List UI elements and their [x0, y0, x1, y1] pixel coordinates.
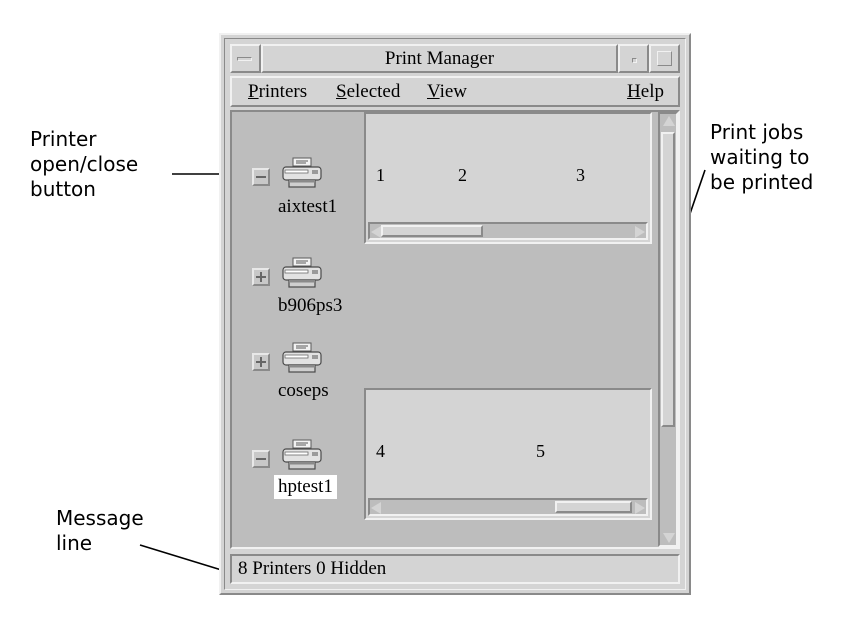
plus-icon-v — [260, 357, 262, 367]
hscroll-thumb[interactable] — [381, 225, 484, 237]
print-manager-window: Print Manager Printers Selected View Hel… — [219, 33, 691, 595]
scroll-up-arrow-icon[interactable] — [663, 116, 675, 126]
message-line: 8 Printers 0 Hidden — [230, 554, 680, 584]
scroll-down-arrow-icon[interactable] — [663, 533, 675, 543]
hscroll-thumb[interactable] — [554, 501, 633, 513]
print-job-5-number: 5 — [536, 441, 545, 461]
window-menu-icon — [237, 57, 252, 61]
printer-open-close-button-aixtest1[interactable] — [252, 168, 270, 186]
job-panel-hptest1: 4 — [364, 388, 652, 520]
print-job-1-number: 1 — [376, 165, 385, 185]
vscroll-thumb[interactable] — [661, 132, 675, 427]
printer-work-area: aixtest1 1 — [230, 110, 680, 549]
plus-icon-v — [260, 272, 262, 282]
work-area-vscrollbar[interactable] — [658, 112, 678, 547]
job-panel-aixtest1: 1 — [364, 112, 652, 244]
print-job-3[interactable]: 3 — [576, 118, 639, 222]
menu-help[interactable]: Help — [627, 80, 664, 104]
scroll-right-arrow-icon[interactable] — [635, 226, 645, 238]
printer-icon-coseps — [282, 342, 322, 373]
menu-bar: Printers Selected View Help — [230, 76, 680, 107]
menu-selected-mnemonic: S — [336, 81, 347, 102]
printer-label-aixtest1[interactable]: aixtest1 — [278, 196, 338, 217]
menu-printers-rest: rinters — [258, 81, 308, 102]
scroll-left-arrow-icon[interactable] — [371, 226, 381, 238]
menu-view-mnemonic: V — [427, 81, 440, 102]
print-job-4[interactable]: 4 — [376, 394, 501, 498]
print-job-1[interactable]: 1 — [376, 118, 439, 222]
annotation-message-line: Message line — [56, 506, 144, 555]
window-menu-button[interactable] — [230, 44, 261, 73]
maximize-button[interactable] — [649, 44, 680, 73]
menu-printers[interactable]: Printers — [248, 80, 307, 104]
print-job-4-number: 4 — [376, 441, 385, 461]
printer-open-close-button-coseps[interactable] — [252, 353, 270, 371]
minimize-button[interactable] — [618, 44, 649, 73]
print-job-3-number: 3 — [576, 165, 585, 185]
menu-printers-mnemonic: P — [248, 81, 259, 102]
printer-open-close-button-hptest1[interactable] — [252, 450, 270, 468]
printer-open-close-button-b906ps3[interactable] — [252, 268, 270, 286]
printer-label-b906ps3[interactable]: b906ps3 — [278, 295, 343, 316]
printer-icon-hptest1 — [282, 439, 322, 470]
window-title: Print Manager — [261, 44, 618, 73]
job-panel-aixtest1-hscrollbar[interactable] — [368, 222, 648, 240]
window-inner-frame: Print Manager Printers Selected View Hel… — [224, 38, 686, 590]
job-canvas-hptest1: 4 — [368, 392, 648, 498]
menu-help-mnemonic: H — [627, 81, 641, 102]
scroll-right-arrow-icon[interactable] — [635, 502, 645, 514]
job-canvas-aixtest1: 1 — [368, 116, 648, 222]
minimize-icon — [632, 58, 637, 63]
menu-help-rest: elp — [640, 81, 664, 102]
maximize-icon — [657, 51, 672, 66]
annotation-print-jobs-waiting: Print jobs waiting to be printed — [710, 120, 814, 194]
minus-icon — [256, 458, 266, 460]
menu-selected-rest: elected — [346, 81, 401, 102]
scroll-left-arrow-icon[interactable] — [371, 502, 381, 514]
printer-label-hptest1[interactable]: hptest1 — [274, 475, 337, 499]
annotation-printer-open-close: Printer open/close button — [30, 127, 139, 201]
job-panel-hptest1-hscrollbar[interactable] — [368, 498, 648, 516]
title-bar: Print Manager — [230, 44, 680, 73]
print-job-2-number: 2 — [458, 165, 467, 185]
menu-view[interactable]: View — [427, 80, 467, 104]
menu-selected[interactable]: Selected — [336, 80, 400, 104]
printer-label-coseps[interactable]: coseps — [278, 380, 329, 401]
minus-icon — [256, 176, 266, 178]
menu-view-rest: iew — [439, 81, 468, 102]
print-job-2[interactable]: 2 — [458, 118, 558, 222]
printer-icon-aixtest1 — [282, 157, 322, 188]
printer-icon-b906ps3 — [282, 257, 322, 288]
print-job-5[interactable]: 5 — [536, 394, 604, 498]
